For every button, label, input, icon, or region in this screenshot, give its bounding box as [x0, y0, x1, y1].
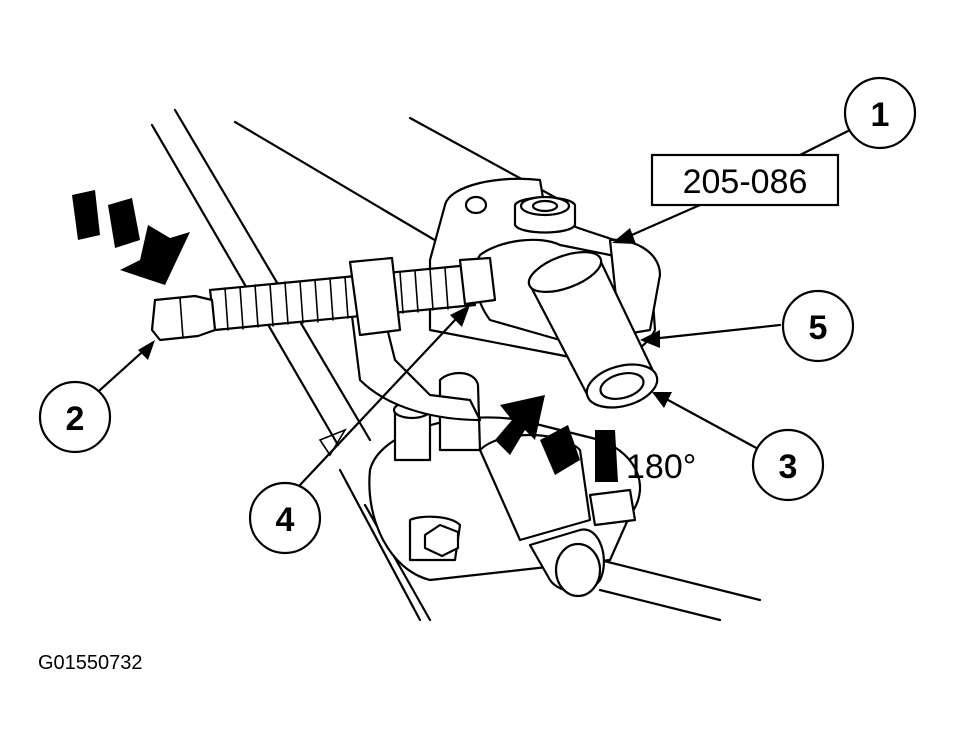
callout-5-label: 5: [809, 309, 828, 347]
callout-1-label: 1: [871, 96, 890, 134]
callout-2-label: 2: [66, 400, 85, 438]
installer-sleeve: [527, 251, 659, 409]
rotation-arrows-180: [495, 395, 618, 482]
rotation-angle-label: 180°: [626, 448, 696, 486]
callout-1: 1: [843, 76, 917, 150]
tool-number-box: 205-086: [650, 153, 840, 207]
figure-id: G01550732: [38, 652, 143, 674]
leader-lines: [98, 128, 852, 487]
tool-number-label: 205-086: [683, 163, 808, 201]
callout-3: 3: [751, 428, 825, 502]
callout-4: 4: [248, 481, 322, 555]
callout-4-label: 4: [276, 501, 295, 539]
callout-3-label: 3: [779, 448, 798, 486]
callout-2: 2: [38, 380, 112, 454]
puller-screw: [150, 256, 497, 342]
force-arrows-left: [72, 190, 190, 285]
callout-5: 5: [781, 289, 855, 363]
